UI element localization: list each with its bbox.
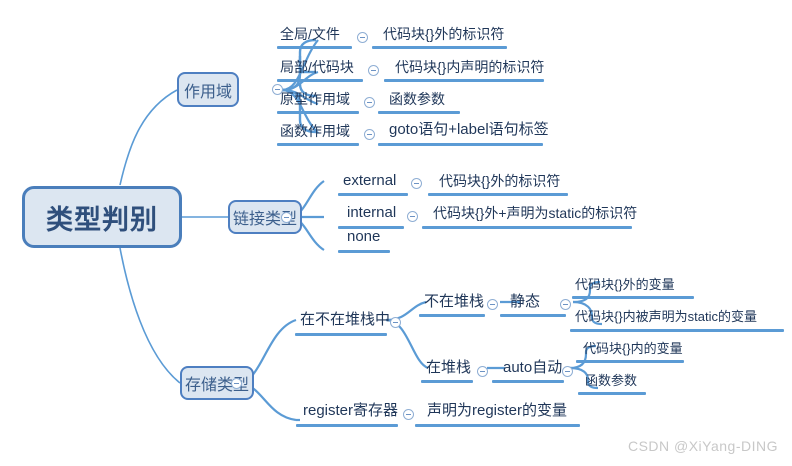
collapse-icon-static[interactable] — [560, 299, 571, 310]
collapse-icon-scope-child-1[interactable] — [368, 65, 379, 76]
underline-register-detail — [415, 424, 580, 427]
collapse-icon-not-on-stack[interactable] — [487, 299, 498, 310]
node-linkage-child-0-detail[interactable]: 代码块{}外的标识符 — [439, 173, 561, 189]
underline-register — [296, 424, 398, 427]
node-scope-child-1-label[interactable]: 局部/代码块 — [280, 59, 354, 75]
underline-scope-child-2 — [277, 111, 359, 114]
underline-scope-child-0 — [277, 46, 352, 49]
node-scope-child-2-label[interactable]: 原型作用域 — [280, 91, 350, 107]
collapse-icon-scope[interactable] — [272, 84, 283, 95]
underline-static — [500, 314, 566, 317]
underline-auto-leaf-1 — [578, 392, 646, 395]
node-scope-child-3-detail[interactable]: goto语句+label语句标签 — [389, 121, 549, 138]
underline-not-on-stack — [419, 314, 485, 317]
underline-linkage-child-2 — [338, 250, 390, 253]
underline-scope-child-2-detail — [378, 111, 460, 114]
node-static-leaf-1[interactable]: 代码块{}内被声明为static的变量 — [575, 309, 758, 324]
node-scope-child-0-detail[interactable]: 代码块{}外的标识符 — [383, 26, 505, 42]
watermark: CSDN @XiYang-DING — [627, 438, 778, 454]
collapse-icon-scope-child-3[interactable] — [364, 129, 375, 140]
underline-auto-leaf-0 — [576, 360, 684, 363]
underline-scope-child-3 — [277, 143, 359, 146]
collapse-icon-linkage[interactable] — [281, 212, 292, 223]
branch-node-scope[interactable]: 作用域 — [177, 72, 239, 107]
underline-static-leaf-1 — [570, 329, 784, 332]
collapse-icon-storage-child-0[interactable] — [390, 317, 401, 328]
branch-label-linkage: 链接类型 — [232, 211, 297, 228]
node-scope-child-0-label[interactable]: 全局/文件 — [280, 26, 340, 42]
node-scope-child-3-label[interactable]: 函数作用域 — [280, 123, 350, 139]
collapse-icon-auto[interactable] — [562, 366, 573, 377]
underline-static-leaf-0 — [572, 296, 694, 299]
node-auto-leaf-1[interactable]: 函数参数 — [585, 373, 638, 388]
underline-linkage-child-1 — [338, 226, 404, 229]
node-linkage-child-0-label[interactable]: external — [343, 172, 397, 189]
underline-auto — [492, 380, 564, 383]
collapse-icon-linkage-child-0[interactable] — [411, 178, 422, 189]
node-scope-child-1-detail[interactable]: 代码块{}内声明的标识符 — [395, 59, 545, 75]
underline-linkage-child-1-detail — [422, 226, 632, 229]
underline-scope-child-1-detail — [384, 79, 544, 82]
branch-label-scope: 作用域 — [183, 83, 232, 101]
collapse-icon-scope-child-0[interactable] — [357, 32, 368, 43]
collapse-icon-storage[interactable] — [231, 378, 242, 389]
node-static-leaf-0[interactable]: 代码块{}外的变量 — [575, 277, 675, 292]
underline-scope-child-3-detail — [378, 143, 543, 146]
node-register-label[interactable]: register寄存器 — [303, 402, 399, 419]
underline-on-stack — [421, 380, 473, 383]
node-linkage-child-2-label[interactable]: none — [347, 228, 381, 245]
node-scope-child-2-detail[interactable]: 函数参数 — [389, 91, 445, 107]
node-auto-leaf-0[interactable]: 代码块{}内的变量 — [583, 341, 683, 356]
root-node[interactable]: 类型判别 — [22, 186, 182, 248]
collapse-icon-scope-child-2[interactable] — [364, 97, 375, 108]
underline-scope-child-0-detail — [372, 46, 507, 49]
collapse-icon-linkage-child-1[interactable] — [407, 211, 418, 222]
node-storage-child-0-label[interactable]: 在不在堆栈中 — [300, 311, 391, 328]
underline-scope-child-1 — [277, 79, 363, 82]
node-register-detail[interactable]: 声明为register的变量 — [427, 402, 568, 419]
node-auto-label[interactable]: auto自动 — [503, 359, 563, 376]
collapse-icon-register[interactable] — [403, 409, 414, 420]
branch-node-storage[interactable]: 存储类型 — [180, 366, 254, 400]
underline-linkage-child-0 — [338, 193, 408, 196]
collapse-icon-on-stack[interactable] — [477, 366, 488, 377]
node-static-label[interactable]: 静态 — [510, 293, 541, 310]
root-node-label: 类型判别 — [46, 204, 158, 235]
node-linkage-child-1-label[interactable]: internal — [347, 204, 397, 221]
node-on-stack-label[interactable]: 在堆栈 — [426, 359, 472, 376]
underline-storage-child-0 — [295, 333, 387, 336]
node-not-on-stack-label[interactable]: 不在堆栈 — [424, 293, 485, 310]
node-linkage-child-1-detail[interactable]: 代码块{}外+声明为static的标识符 — [433, 205, 638, 221]
underline-linkage-child-0-detail — [428, 193, 568, 196]
